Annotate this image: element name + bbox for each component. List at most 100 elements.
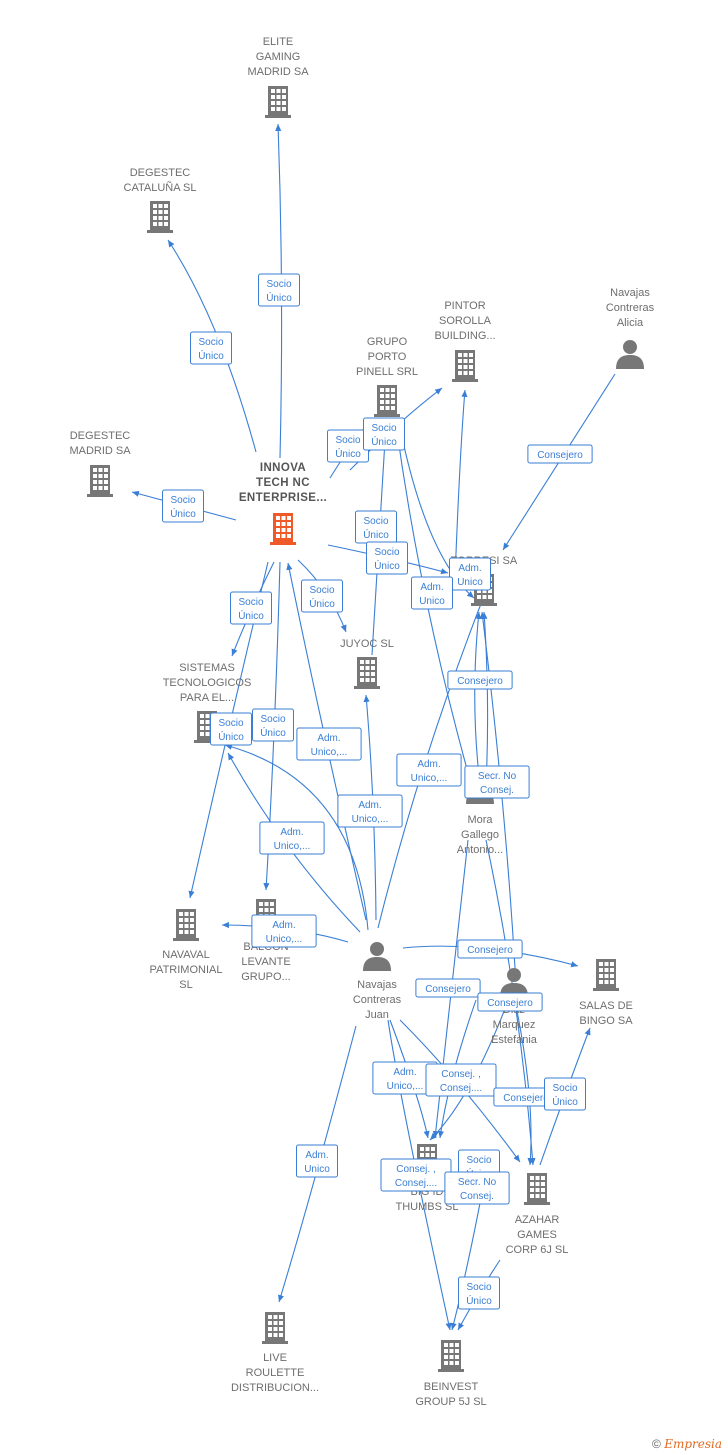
node-live[interactable]: LIVEROULETTEDISTRIBUCION... [231, 1312, 319, 1394]
edge-label-text: Socio [466, 1155, 491, 1166]
node-label-line: Gallego [461, 829, 499, 841]
node-label-line: GAMES [517, 1229, 557, 1241]
edge-label-box [252, 708, 294, 742]
edge-label-text: Adm. [358, 800, 381, 811]
edge-label: Consej. ,Consej.... [380, 1158, 452, 1192]
edge-label-box [444, 1171, 510, 1205]
edge-label-text: Consejero [457, 676, 503, 687]
edge-label-text: Único [260, 726, 286, 739]
building-icon [524, 1173, 550, 1205]
edge-label-box [296, 727, 362, 761]
node-label-line: SISTEMAS [179, 662, 235, 674]
building-icon [354, 657, 380, 689]
node-label-line: DISTRIBUCION... [231, 1382, 319, 1394]
edge-label-box [396, 753, 462, 787]
edge-label-text: Adm. [305, 1150, 328, 1161]
edge-label-box [210, 712, 252, 746]
relation-edge-36 [278, 1025, 357, 1303]
edge-label-text: Único [170, 507, 196, 520]
edge-label-box [366, 541, 408, 575]
edge-label-box [337, 794, 403, 828]
edge-label-box [527, 444, 593, 464]
edge-label: Consejero [415, 978, 481, 998]
node-label-line: PARA EL... [180, 692, 234, 704]
node-label-line: THUMBS SL [396, 1201, 459, 1213]
edge-label: Adm.Unico,... [337, 794, 403, 828]
relation-edge-25 [387, 1019, 452, 1331]
edge-label-text: Socio [266, 279, 291, 290]
edge-label-text: Adm. [317, 733, 340, 744]
copyright-symbol: © [652, 1437, 661, 1451]
edge-label-box [411, 576, 453, 610]
edge-label-box [458, 1276, 500, 1310]
edge-label-text: Adm. [393, 1067, 416, 1078]
node-label-line: TECH NC [256, 477, 310, 489]
footer-copyright: © Empresia [652, 1437, 722, 1451]
edge-label-text: Socio [260, 714, 285, 725]
edge-label-text: Unico,... [411, 773, 448, 784]
edge-label-text: Unico,... [274, 841, 311, 852]
node-mora[interactable]: MoraGallegoAntonio... [457, 775, 503, 856]
relation-edge-19 [474, 611, 482, 786]
edge-label-text: Único [238, 609, 264, 622]
node-label-line: PORTO [368, 351, 407, 363]
edge-label-text: Único [309, 597, 335, 610]
building-icon [87, 465, 113, 497]
node-label-line: ROULETTE [246, 1367, 305, 1379]
edge-label-text: Socio [466, 1282, 491, 1293]
edge-label-text: Consejero [425, 984, 471, 995]
node-label-line: Marquez [493, 1019, 536, 1031]
node-label-line: DEGESTEC [130, 167, 191, 179]
node-label-line: PINTOR [444, 300, 485, 312]
edge-label-text: Consejero [487, 998, 533, 1009]
edge-label-box [449, 557, 491, 591]
edge-label-box [425, 1063, 497, 1097]
edge-label-text: Consej.... [440, 1083, 482, 1094]
edge-label-text: Unico [304, 1164, 330, 1175]
edge-label-text: Unico,... [387, 1081, 424, 1092]
edge-label-text: Consej.... [395, 1178, 437, 1189]
node-label-line: BUILDING... [434, 330, 495, 342]
edge-label-text: Único [466, 1294, 492, 1307]
node-label-line: Alicia [617, 317, 644, 329]
relation-edge-17 [454, 389, 468, 579]
node-label-line: AZAHAR [515, 1214, 560, 1226]
edge-label-text: Socio [363, 516, 388, 527]
edge-label-text: Consejero [467, 945, 513, 956]
edge-label: Adm.Unico [449, 557, 491, 591]
empresia-logo[interactable]: Empresia [664, 1437, 722, 1451]
node-label-line: BINGO SA [579, 1015, 633, 1027]
node-label-line: Navajas [610, 287, 650, 299]
edge-label-text: Único [363, 528, 389, 541]
edge-label-box [447, 670, 513, 690]
node-pintor[interactable]: PINTORSOROLLABUILDING... [434, 300, 496, 382]
edge-label-text: Consej. [460, 1191, 494, 1202]
edge-label-text: Adm. [272, 920, 295, 931]
building-icon [147, 201, 173, 233]
node-juyoc[interactable]: JUYOC SL [340, 638, 394, 689]
edge-label-text: Adm. [420, 582, 443, 593]
edge-label-text: Unico [419, 596, 445, 607]
edge-label-text: Único [218, 730, 244, 743]
edge-label-text: Secr. No [478, 771, 517, 782]
edge-label-text: Unico,... [311, 747, 348, 758]
